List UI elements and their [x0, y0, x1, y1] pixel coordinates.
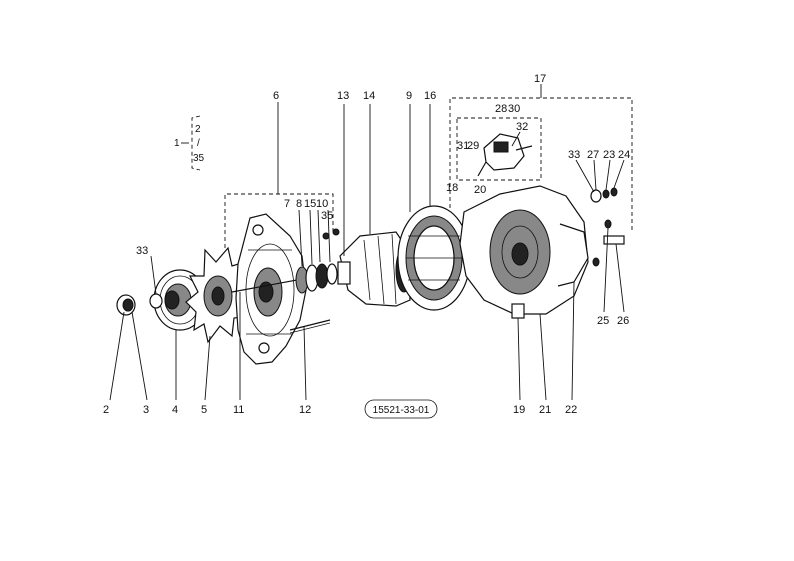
- callout-35: 35: [321, 210, 333, 222]
- callout-2: 2: [103, 404, 109, 416]
- callout-14: 14: [363, 90, 375, 102]
- callout-15: 15: [304, 198, 316, 210]
- part-screws: [322, 228, 340, 240]
- callout-16: 16: [424, 90, 436, 102]
- callout-33-left: 33: [136, 245, 148, 257]
- callout-25: 25: [597, 315, 609, 327]
- callout-7: 7: [284, 198, 290, 210]
- callout-26: 26: [617, 315, 629, 327]
- callout-labels: 2 3 4 5 6 7 8 9 10 11 12 13 14 15 16 17 …: [103, 73, 630, 416]
- reference-code-badge: 15521-33-01: [364, 399, 438, 419]
- part-front-housing: [235, 213, 307, 365]
- group-box-28: [456, 117, 542, 181]
- callout-29: 29: [467, 140, 479, 152]
- callout-19: 19: [513, 404, 525, 416]
- callout-17: 17: [534, 73, 546, 85]
- callout-22: 22: [565, 404, 577, 416]
- callout-21: 21: [539, 404, 551, 416]
- callout-27: 27: [587, 149, 599, 161]
- callout-32: 32: [516, 121, 528, 133]
- callout-11: 11: [233, 404, 244, 416]
- callout-9: 9: [406, 90, 412, 102]
- part-stator: [397, 205, 471, 311]
- callout-8: 8: [296, 198, 302, 210]
- callout-3: 3: [143, 404, 149, 416]
- callout-18: 18: [446, 182, 458, 194]
- part-fan: [185, 246, 253, 344]
- callout-13: 13: [337, 90, 349, 102]
- part-regulator: [477, 133, 533, 177]
- part-nut: [116, 294, 136, 316]
- bracket-note-line-1: 2: [195, 124, 201, 135]
- callout-12: 12: [299, 404, 311, 416]
- callout-20: 20: [474, 184, 486, 196]
- callout-24: 24: [618, 149, 630, 161]
- bracket-note-line-2: /: [197, 138, 200, 149]
- callout-23: 23: [603, 149, 615, 161]
- leader-lines: [109, 84, 625, 401]
- callout-5: 5: [201, 404, 207, 416]
- callout-6: 6: [273, 90, 279, 102]
- callout-10: 10: [316, 198, 328, 210]
- part-rear-housing: [459, 185, 589, 319]
- callout-4: 4: [172, 404, 178, 416]
- part-pulley: [149, 269, 207, 331]
- callout-33-right: 33: [568, 149, 580, 161]
- part-through-bolt: [289, 319, 331, 334]
- callout-28: 28: [495, 103, 507, 115]
- callout-30: 30: [508, 103, 520, 115]
- reference-code-text: 15521-33-01: [373, 405, 430, 416]
- bracket-note-prefix: 1: [174, 138, 180, 149]
- bracket-note-line-3: 35: [193, 153, 205, 164]
- part-terminal-hardware: [590, 187, 625, 267]
- part-bearing-stack: [231, 263, 341, 294]
- callout-31: 31: [457, 140, 469, 152]
- group-box-17: [449, 97, 633, 230]
- bracket-note: 1 2 / 35: [174, 115, 205, 171]
- group-box-6: [224, 193, 334, 262]
